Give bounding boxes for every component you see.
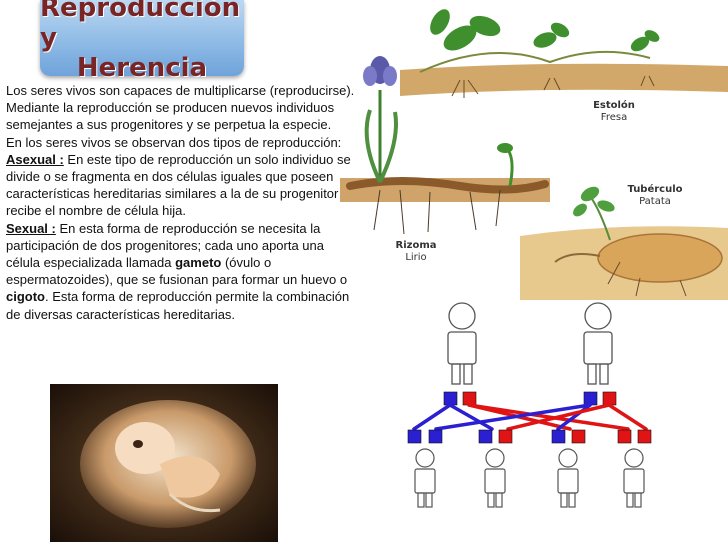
sexual-text-1: En esta forma de reproducción se necesit… [6,220,324,271]
parent-figure-left [447,302,477,385]
sexual-text-2: (óvulo o espermatozoides), que se fusion… [6,255,348,288]
rizoma-name: Rizoma [395,240,437,251]
asexual-text: En este tipo de reproducción un solo ind… [6,151,351,219]
gameto-term: gameto [175,255,222,271]
offspring-figure-1 [414,448,436,508]
title-banner: Reproducción y Herencia [40,0,244,83]
title-line-1: Reproducción y [40,0,241,53]
cigoto-term: cigoto [6,289,45,305]
paragraph-asexual: Asexual : En este tipo de reproducción u… [6,151,356,220]
tuberculo-label: Tubérculo Patata [620,184,690,208]
paragraph-sexual: Sexual : En esta forma de reproducción s… [6,220,356,323]
paragraph-types: En los seres vivos se observan dos tipos… [6,134,342,150]
embryo-photo [50,384,278,542]
sexual-text-3: . Esta forma de reproducción permite la … [6,289,350,322]
offspring-figure-2 [484,448,506,508]
offspring-figure-4 [623,448,645,508]
estolon-name: Estolón [593,100,635,111]
tuberculo-name: Tubérculo [627,184,683,195]
asexual-label: Asexual : [6,151,64,167]
tuberculo-example: Patata [639,196,671,207]
sexual-label: Sexual : [6,220,56,236]
estolon-example: Fresa [600,112,628,123]
parent-figure-right [583,302,613,385]
offspring-figure-3 [557,448,579,508]
inheritance-diagram [407,302,652,508]
plant-reproduction-illustration [340,9,728,300]
rizoma-example: Lirio [405,252,427,263]
title-line-2: Herencia [76,53,208,83]
body-text: Los seres vivos son capaces de multiplic… [6,82,356,323]
estolon-label: Estolón Fresa [584,100,644,124]
rizoma-label: Rizoma Lirio [386,240,446,264]
paragraph-intro: Los seres vivos son capaces de multiplic… [6,83,355,133]
